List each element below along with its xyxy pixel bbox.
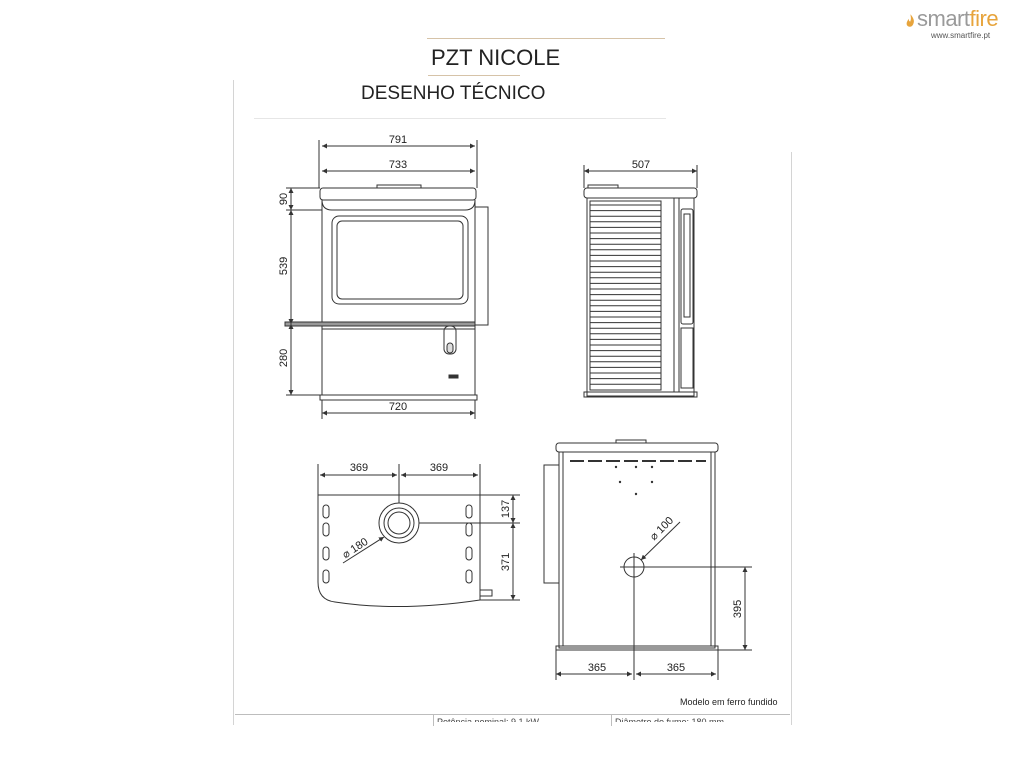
- table-divider: [611, 714, 612, 726]
- dim-top-flue-diameter: ⌀ 180: [340, 536, 370, 561]
- vent-slot: [322, 546, 330, 561]
- document-left-border: [233, 80, 234, 725]
- subtitle-rule: [254, 118, 666, 119]
- top-view: [317, 464, 520, 608]
- vent-slot: [322, 569, 330, 584]
- title-bottom-rule: [428, 75, 520, 76]
- brand-name: smartfire: [917, 6, 999, 31]
- dim-top-depth-front: 137: [500, 500, 512, 518]
- side-cooling-fins: [589, 200, 662, 391]
- dim-rear-flue-diameter: ⌀ 100: [648, 515, 676, 543]
- dim-top-height: 90: [278, 193, 290, 205]
- material-note: Modelo em ferro fundido: [680, 697, 778, 707]
- dim-rear-flue-height: 395: [732, 600, 744, 618]
- page-subtitle: DESENHO TÉCNICO: [361, 83, 546, 104]
- dim-base-height: 280: [278, 349, 290, 367]
- dim-total-width: 791: [389, 134, 407, 146]
- dim-door-height: 539: [278, 257, 290, 275]
- vent-slot: [322, 504, 330, 519]
- vent-slot: [465, 546, 473, 561]
- flame-icon: [906, 14, 914, 27]
- front-view-dimensions: [286, 140, 478, 419]
- vent-slot: [465, 522, 473, 537]
- brand-url: www.smartfire.pt: [931, 31, 991, 40]
- dim-top-depth-rear: 371: [500, 553, 512, 571]
- side-fin-lines: [590, 204, 661, 385]
- document-right-border: [791, 152, 792, 725]
- vent-slot: [465, 569, 473, 584]
- dim-side-depth: 507: [632, 159, 650, 171]
- side-view: [583, 165, 698, 398]
- page-title: PZT NICOLE: [431, 45, 561, 70]
- vent-slot: [465, 504, 473, 519]
- dim-rear-half-right: 365: [667, 662, 685, 674]
- vent-slot: [322, 522, 330, 537]
- front-view: [284, 184, 489, 401]
- smartfire-logo: smartfire www.smartfire.pt: [903, 6, 1019, 40]
- dim-rear-half-left: 365: [588, 662, 606, 674]
- dim-body-width: 733: [389, 159, 407, 171]
- rear-view: [543, 439, 752, 680]
- specs-table: [235, 714, 790, 727]
- title-top-rule: [427, 38, 665, 39]
- rear-top-vents: [570, 460, 706, 496]
- dim-top-half-left: 369: [350, 462, 368, 474]
- top-view-vent-slots: [322, 504, 473, 584]
- dim-top-half-right: 369: [430, 462, 448, 474]
- dim-base-width: 720: [389, 401, 407, 413]
- table-divider: [433, 714, 434, 726]
- table-cell: Potência nominal: 9,1 kW: [437, 717, 540, 722]
- table-cell: Diâmetro do fumo: 180 mm: [615, 717, 725, 722]
